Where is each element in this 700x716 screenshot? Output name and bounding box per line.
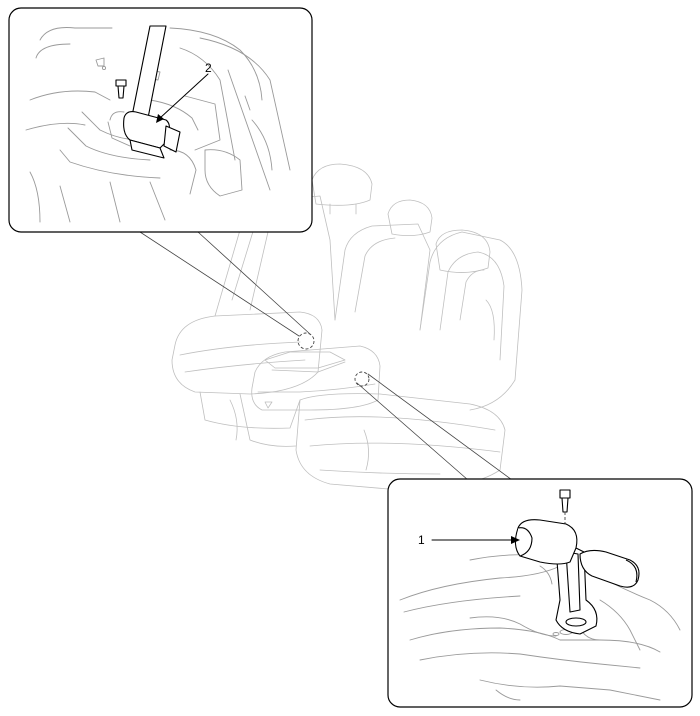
callout-2-label: 2 — [205, 61, 212, 75]
lower-detail-marker — [354, 371, 370, 387]
upper-detail-inset: 2 — [8, 7, 313, 233]
callout-1-label: 1 — [418, 533, 425, 547]
lower-detail-inset: 1 — [387, 478, 693, 708]
detail-leader-lines — [139, 231, 513, 481]
upper-detail-marker — [297, 332, 315, 350]
